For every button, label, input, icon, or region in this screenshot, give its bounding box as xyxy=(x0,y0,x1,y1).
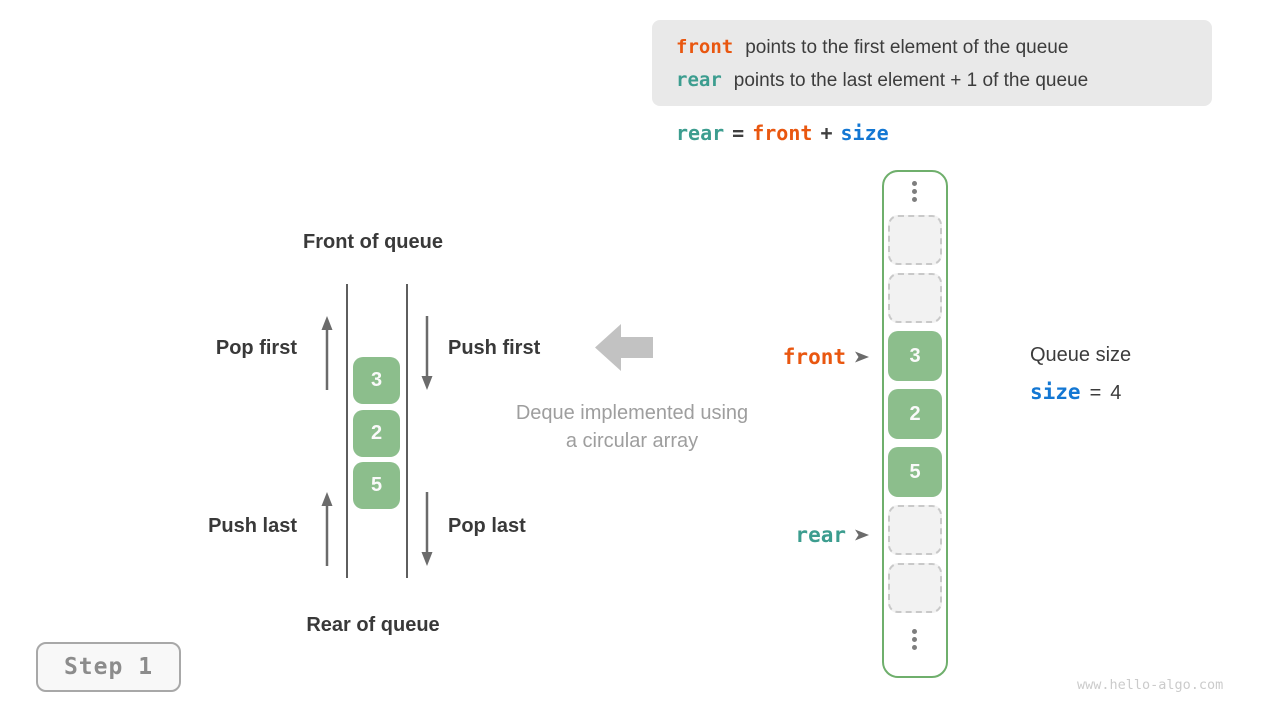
queue-wall-right xyxy=(406,284,408,578)
pointer-arrow-icon xyxy=(855,529,869,541)
up-arrow-icon xyxy=(321,492,333,566)
front-definition-text: points to the first element of the queue xyxy=(745,37,1069,58)
array-cell-empty xyxy=(888,273,942,323)
array-cell: 3 xyxy=(888,331,942,381)
queue-size-title: Queue size xyxy=(1030,344,1132,366)
pop-last-label: Pop last xyxy=(448,515,526,537)
caption-line-2: a circular array xyxy=(565,430,699,452)
rear-of-queue-label: Rear of queue xyxy=(306,614,440,636)
front-keyword: front xyxy=(676,36,734,58)
pointer-arrow-icon xyxy=(855,351,869,363)
rear-keyword: rear xyxy=(676,69,722,91)
ellipsis-dots-icon xyxy=(912,181,917,202)
rear-front-size-equation: rear = front + size xyxy=(676,121,889,145)
push-last-label: Push last xyxy=(208,515,297,537)
rear-pointer: rear xyxy=(730,521,870,549)
array-cell: 5 xyxy=(888,447,942,497)
up-arrow-icon xyxy=(321,316,333,390)
equation-rear: rear xyxy=(676,121,725,145)
down-arrow-icon xyxy=(421,316,433,390)
size-equals: = xyxy=(1089,382,1102,404)
front-pointer: front xyxy=(730,343,870,371)
down-arrow-icon xyxy=(421,492,433,566)
array-cell-empty xyxy=(888,215,942,265)
watermark: www.hello-algo.com xyxy=(1077,677,1224,693)
queue-element: 3 xyxy=(353,357,400,404)
queue-wall-left xyxy=(346,284,348,578)
ellipsis-dots-icon xyxy=(912,629,917,650)
pop-first-label: Pop first xyxy=(215,337,297,359)
array-cell-empty xyxy=(888,505,942,555)
array-cell-empty xyxy=(888,563,942,613)
equation-size: size xyxy=(840,121,889,145)
equation-equals: = xyxy=(732,121,745,145)
push-first-label: Push first xyxy=(448,337,541,359)
queue-element: 2 xyxy=(353,410,400,457)
equation-front: front xyxy=(752,121,813,145)
queue-size-equation: size = 4 xyxy=(1030,380,1121,405)
size-variable: size xyxy=(1030,380,1081,404)
figure-caption: Deque implemented using a circular array xyxy=(452,399,812,455)
front-of-queue-label: Front of queue xyxy=(303,231,443,253)
definitions-panel: front points to the first element of the … xyxy=(652,20,1212,106)
rear-definition-text: points to the last element + 1 of the qu… xyxy=(733,70,1089,91)
rear-definition-line: rear points to the last element + 1 of th… xyxy=(676,64,1212,97)
caption-line-1: Deque implemented using xyxy=(515,402,749,424)
queue-element: 5 xyxy=(353,462,400,509)
front-pointer-label: front xyxy=(782,345,846,369)
rear-pointer-label: rear xyxy=(795,523,846,547)
equation-plus: + xyxy=(820,121,833,145)
size-value: 4 xyxy=(1110,382,1122,404)
step-badge: Step 1 xyxy=(36,642,181,692)
left-block-arrow-icon xyxy=(595,324,653,371)
front-definition-line: front points to the first element of the … xyxy=(676,31,1212,64)
array-cell: 2 xyxy=(888,389,942,439)
